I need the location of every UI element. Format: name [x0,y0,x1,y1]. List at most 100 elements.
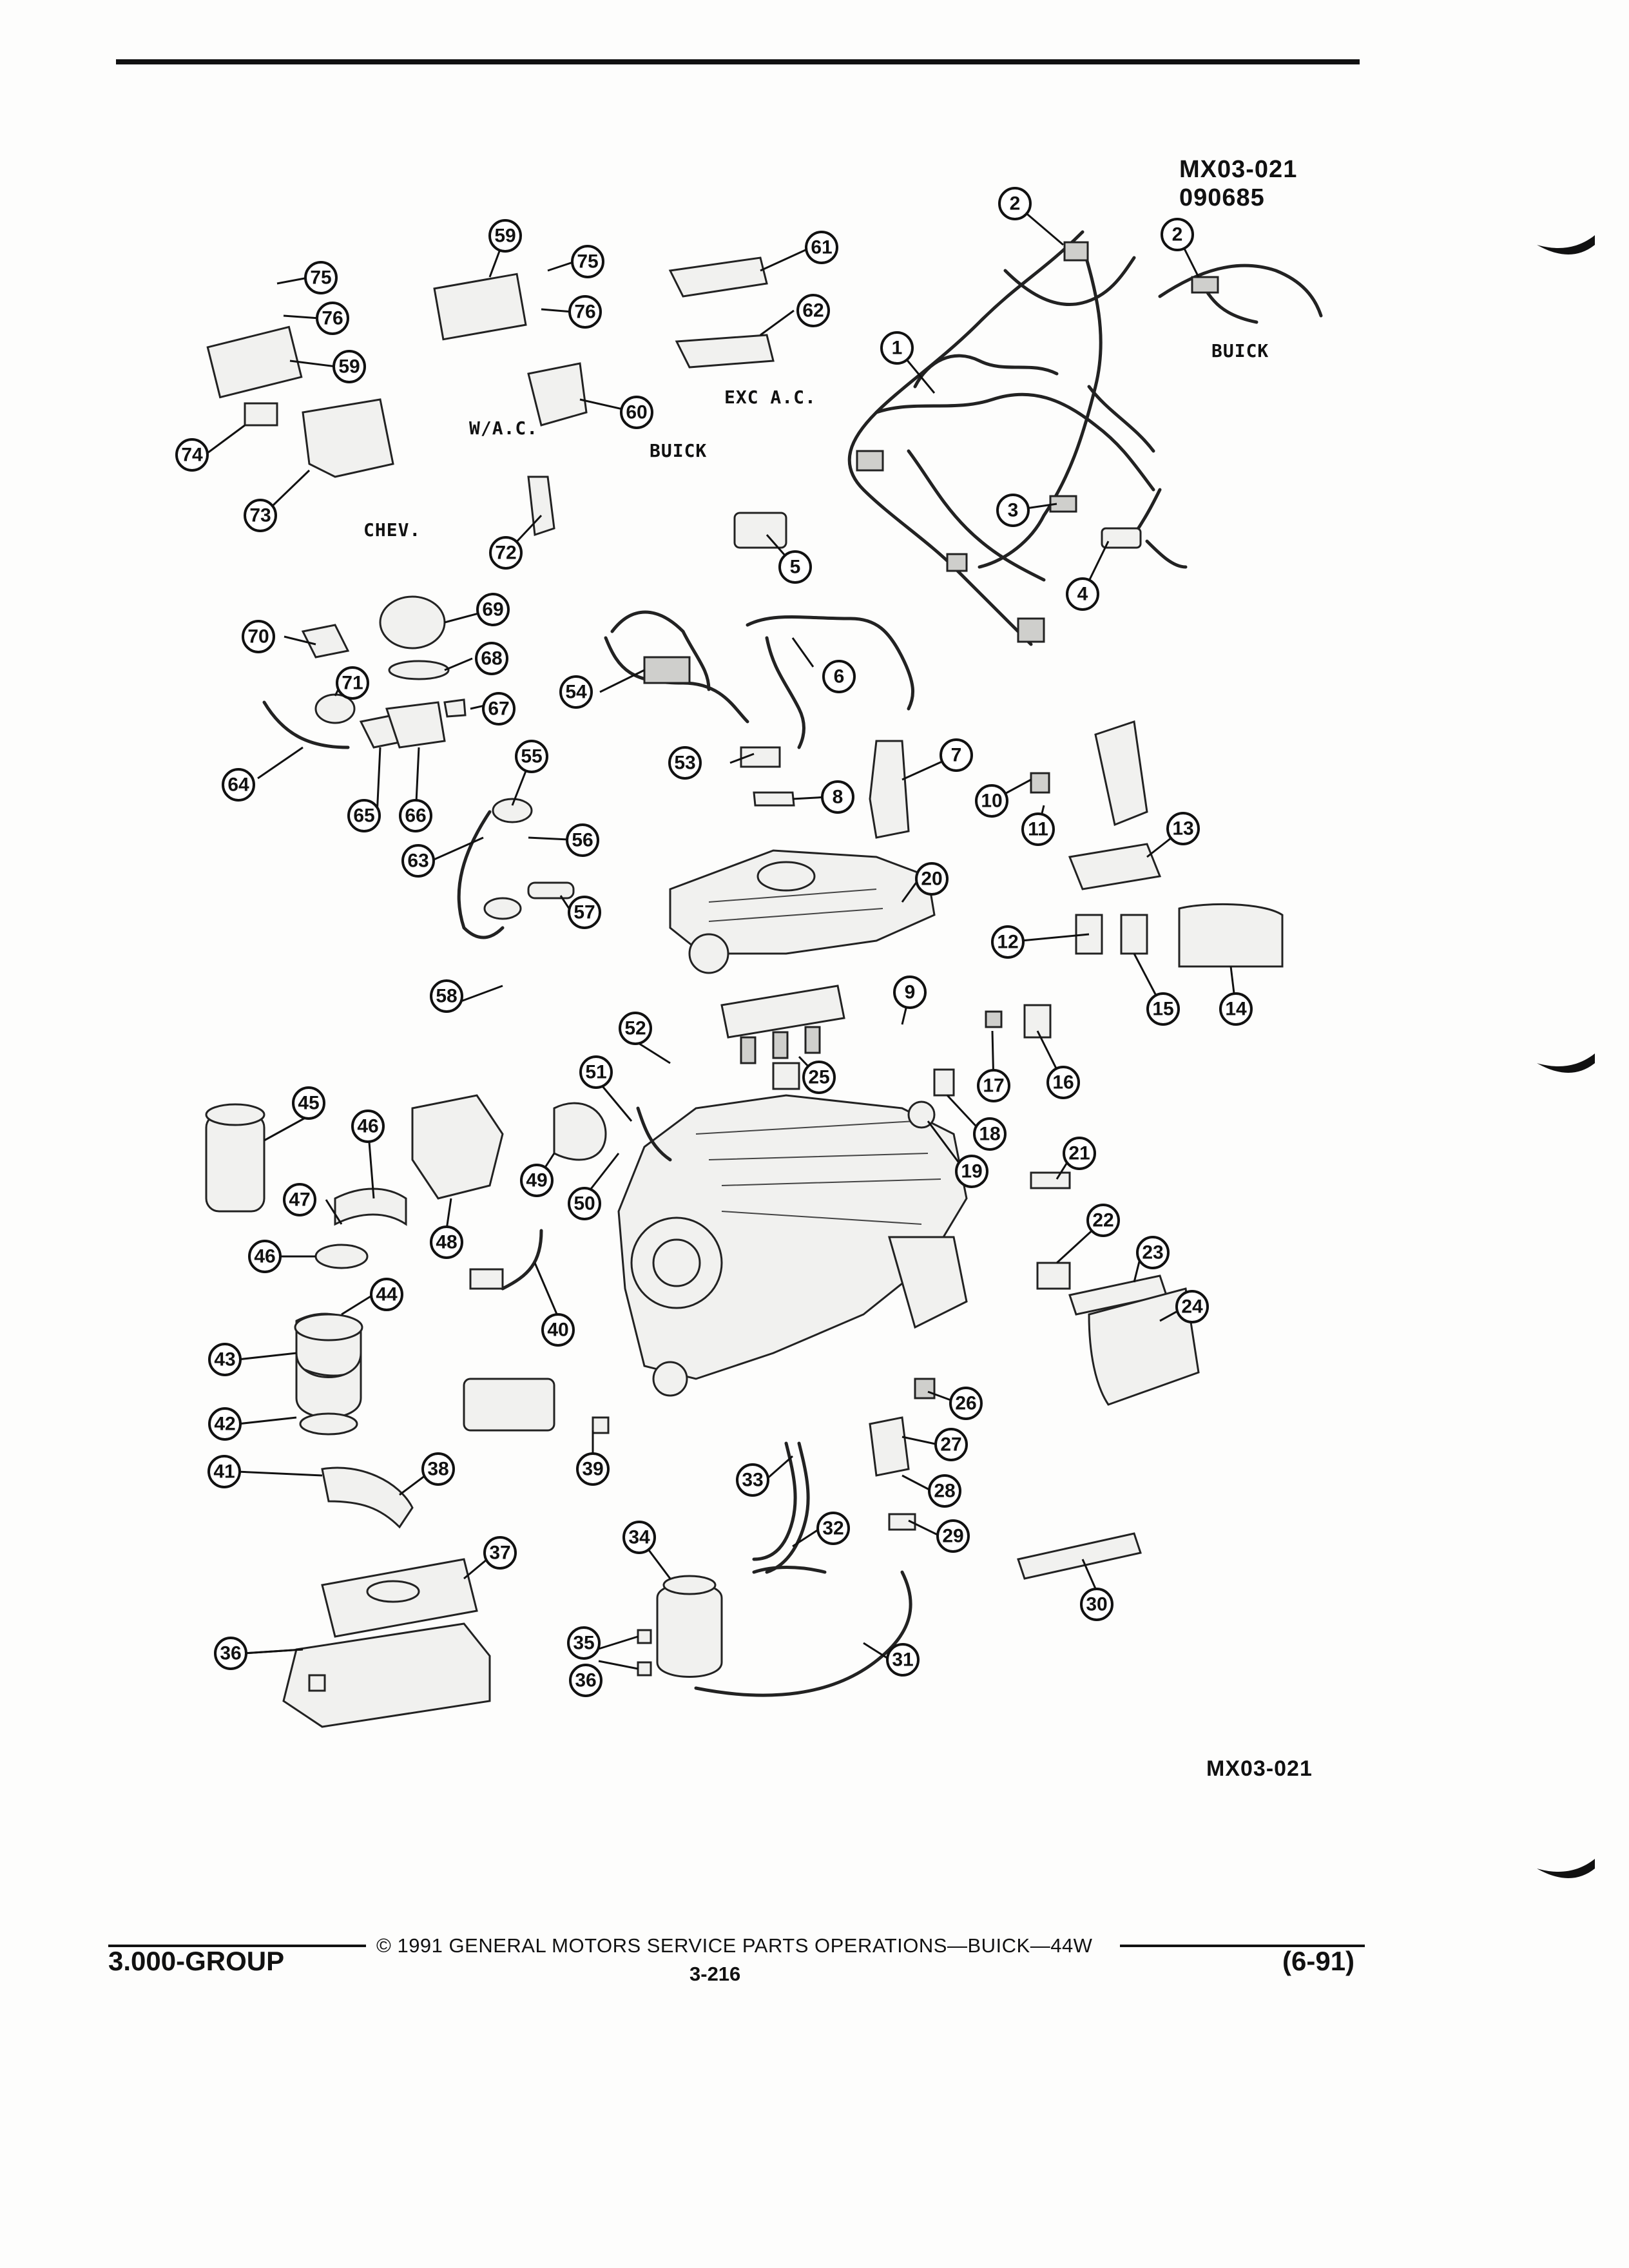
callout-46: 46 [248,1240,282,1273]
top-rule [116,59,1360,64]
callout-56: 56 [566,823,599,857]
svg-text:52: 52 [624,1018,646,1039]
callout-2: 2 [1161,218,1194,251]
svg-text:71: 71 [342,673,363,694]
variant-label-exc-ac: EXC A.C. [724,387,816,408]
svg-text:63: 63 [407,850,429,872]
callout-53: 53 [668,746,702,780]
callout-73: 73 [244,499,277,532]
variant-label-buick: BUICK [650,440,708,461]
svg-text:22: 22 [1092,1210,1113,1231]
egr-components [262,595,575,939]
buick-harness-detail [1158,264,1323,324]
variant-label-buick-top: BUICK [1211,340,1269,361]
fuel-filter-and-lines [637,1441,912,1697]
callout-20: 20 [915,862,949,896]
svg-text:4: 4 [1077,584,1088,605]
variant-label-chev: CHEV. [363,519,421,541]
callout-40: 40 [541,1313,575,1347]
air-cleaner-housing [282,1558,491,1728]
callout-49: 49 [520,1164,554,1197]
air-intake-group [205,1094,672,1529]
margin-mark-icon [1537,235,1595,255]
callout-4: 4 [1066,577,1099,611]
callout-25: 25 [802,1061,836,1094]
callout-72: 72 [489,536,523,570]
svg-text:27: 27 [940,1434,961,1456]
margin-mark-icon [1537,1859,1595,1878]
svg-text:21: 21 [1068,1143,1090,1164]
svg-text:14: 14 [1225,999,1247,1020]
ecm-modules [206,256,787,549]
callout-76: 76 [316,302,349,335]
callout-36: 36 [569,1664,602,1697]
callout-61: 61 [805,231,838,264]
svg-text:31: 31 [892,1649,913,1671]
callout-65: 65 [347,799,381,832]
figure-id-top: MX03-021 [1179,156,1298,183]
svg-text:75: 75 [577,251,598,273]
callout-60: 60 [620,396,653,429]
svg-text:64: 64 [227,774,249,796]
callout-35: 35 [567,1626,601,1660]
svg-text:5: 5 [790,557,801,578]
callout-74: 74 [175,438,209,472]
svg-text:50: 50 [574,1193,595,1215]
svg-text:3: 3 [1008,500,1019,521]
svg-text:29: 29 [942,1526,963,1547]
svg-text:13: 13 [1172,818,1193,840]
callout-22: 22 [1086,1204,1120,1237]
callout-50: 50 [568,1187,601,1220]
svg-text:67: 67 [488,698,509,720]
callout-39: 39 [576,1452,610,1486]
callout-15: 15 [1146,992,1180,1026]
callout-10: 10 [975,784,1008,818]
callout-75: 75 [571,245,604,278]
svg-text:74: 74 [181,445,203,466]
svg-text:40: 40 [547,1320,568,1341]
svg-text:59: 59 [494,226,516,247]
svg-text:32: 32 [822,1518,843,1539]
footer-rule-left [108,1945,366,1947]
margin-mark-icon [1537,1053,1595,1073]
svg-text:59: 59 [338,356,360,378]
callout-51: 51 [579,1055,613,1089]
callout-5: 5 [778,550,812,584]
callout-58: 58 [430,979,463,1013]
svg-text:36: 36 [575,1670,596,1691]
callout-30: 30 [1080,1588,1113,1621]
callout-8: 8 [821,780,854,814]
wiring-harness [847,230,1155,646]
callout-54: 54 [559,675,593,709]
callout-28: 28 [928,1474,961,1508]
fuel-rail-and-injectors [720,985,845,1064]
svg-text:17: 17 [983,1075,1004,1097]
callout-19: 19 [955,1155,988,1188]
svg-text:15: 15 [1152,999,1173,1020]
callout-66: 66 [399,799,432,832]
svg-text:55: 55 [521,746,542,767]
footer-date: (6-91) [1282,1946,1355,1976]
svg-text:47: 47 [289,1189,310,1211]
svg-text:43: 43 [214,1349,235,1370]
callout-24: 24 [1175,1290,1209,1323]
callout-68: 68 [475,642,508,675]
callout-71: 71 [336,666,369,700]
variant-label-w-ac: W/A.C. [469,418,539,439]
svg-text:10: 10 [981,791,1002,812]
svg-text:39: 39 [582,1459,603,1480]
svg-text:18: 18 [979,1124,1000,1145]
svg-text:76: 76 [322,308,343,329]
callout-34: 34 [622,1521,656,1554]
svg-text:2: 2 [1010,193,1021,215]
callout-41: 41 [207,1455,241,1488]
callout-36: 36 [214,1637,247,1670]
svg-text:60: 60 [626,402,647,423]
svg-text:72: 72 [495,543,516,564]
svg-text:48: 48 [436,1232,457,1253]
svg-text:11: 11 [1028,819,1048,840]
callout-2: 2 [998,187,1032,220]
svg-text:46: 46 [357,1116,378,1137]
svg-text:57: 57 [574,902,595,923]
